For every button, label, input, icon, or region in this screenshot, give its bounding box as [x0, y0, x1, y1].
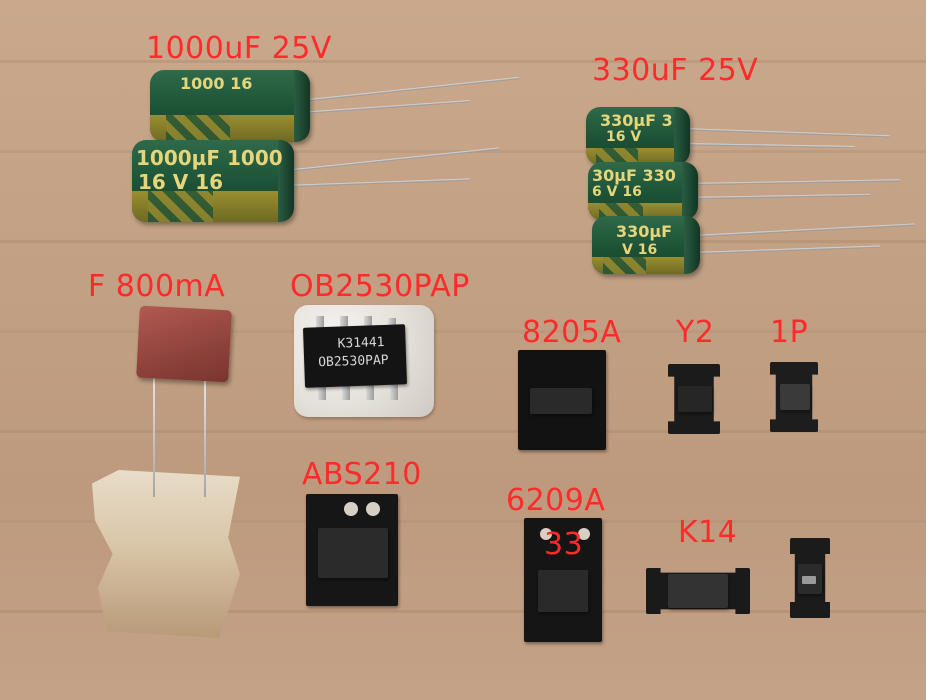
label-1000uf-25v: 1000uF 25V [146, 31, 332, 66]
ic-6209a-body [538, 570, 588, 612]
capacitor-lead [679, 143, 855, 149]
capacitor-330uf-2: 30µF 330 6 V 16 [588, 162, 698, 220]
label-6209a: 6209A [506, 483, 606, 518]
capacitor-lead [689, 179, 900, 185]
capacitor-lead [689, 193, 870, 199]
capacitor-marking: 330µF [616, 222, 673, 241]
capacitor-lead [679, 128, 890, 138]
label-k14: K14 [678, 515, 738, 550]
capacitor-lead [694, 245, 880, 254]
capacitor-lead [299, 77, 519, 102]
label-abs210: ABS210 [302, 457, 422, 492]
chip-pad [802, 576, 816, 584]
ic-pin [366, 384, 374, 400]
ic-pin [390, 384, 398, 400]
wood-grain [0, 240, 926, 243]
mounting-hole [366, 502, 380, 516]
chip-marking: OB2530PAP [317, 352, 389, 371]
capacitor-marking: 1000µF 1000 [136, 146, 283, 170]
mounting-hole [540, 528, 552, 540]
fuse-lead [204, 379, 206, 497]
fuse-lead [153, 377, 155, 497]
mounting-hole [578, 528, 590, 540]
label-y2: Y2 [676, 315, 715, 350]
label-330uf-25v: 330uF 25V [592, 53, 759, 88]
ic-pin [316, 316, 324, 330]
capacitor-lead [284, 178, 470, 187]
capacitor-lead [299, 100, 470, 114]
wood-grain [0, 610, 926, 613]
capacitor-marking: 16 V [606, 129, 642, 145]
capacitor-lead [694, 223, 915, 237]
label-1p: 1P [770, 315, 809, 350]
wood-grain [0, 520, 926, 523]
capacitor-1000uf-top: 1000 16 [150, 70, 310, 142]
label-fuse-800ma: F 800mA [88, 269, 226, 304]
ic-1p-body [780, 384, 810, 410]
fuse-body [136, 305, 232, 383]
ic-ob2530pap: K31441 OB2530PAP [302, 324, 408, 388]
mounting-hole [344, 502, 358, 516]
capacitor-330uf-3: 330µF V 16 [592, 216, 700, 274]
wood-grain [0, 430, 926, 433]
label-33: 33 [544, 527, 584, 562]
ic-pin [340, 316, 348, 330]
ic-8205a-body [530, 388, 592, 414]
label-ob2530pap: OB2530PAP [290, 269, 470, 304]
ic-pin [318, 384, 326, 400]
fuse-tape [92, 470, 240, 638]
capacitor-marking: 330µF 3 [600, 111, 673, 130]
ic-abs210-body [318, 528, 388, 578]
label-8205a: 8205A [522, 315, 622, 350]
capacitor-marking: 6 V 16 [592, 184, 642, 200]
wood-grain [0, 60, 926, 63]
capacitor-1000uf-bottom: 1000µF 1000 16 V 16 [132, 140, 294, 222]
capacitor-330uf-1: 330µF 3 16 V [586, 107, 690, 165]
ic-pin [342, 384, 350, 400]
wood-grain [0, 330, 926, 333]
capacitor-marking: 30µF 330 [592, 166, 676, 185]
ic-y2-body [678, 386, 712, 412]
chip-marking: K31441 [337, 334, 385, 352]
capacitor-marking: 16 V 16 [138, 170, 224, 194]
capacitor-marking: 1000 16 [180, 74, 253, 93]
ic-k14-body [668, 574, 728, 608]
capacitor-marking: V 16 [622, 242, 658, 258]
ic-pin [364, 316, 372, 330]
